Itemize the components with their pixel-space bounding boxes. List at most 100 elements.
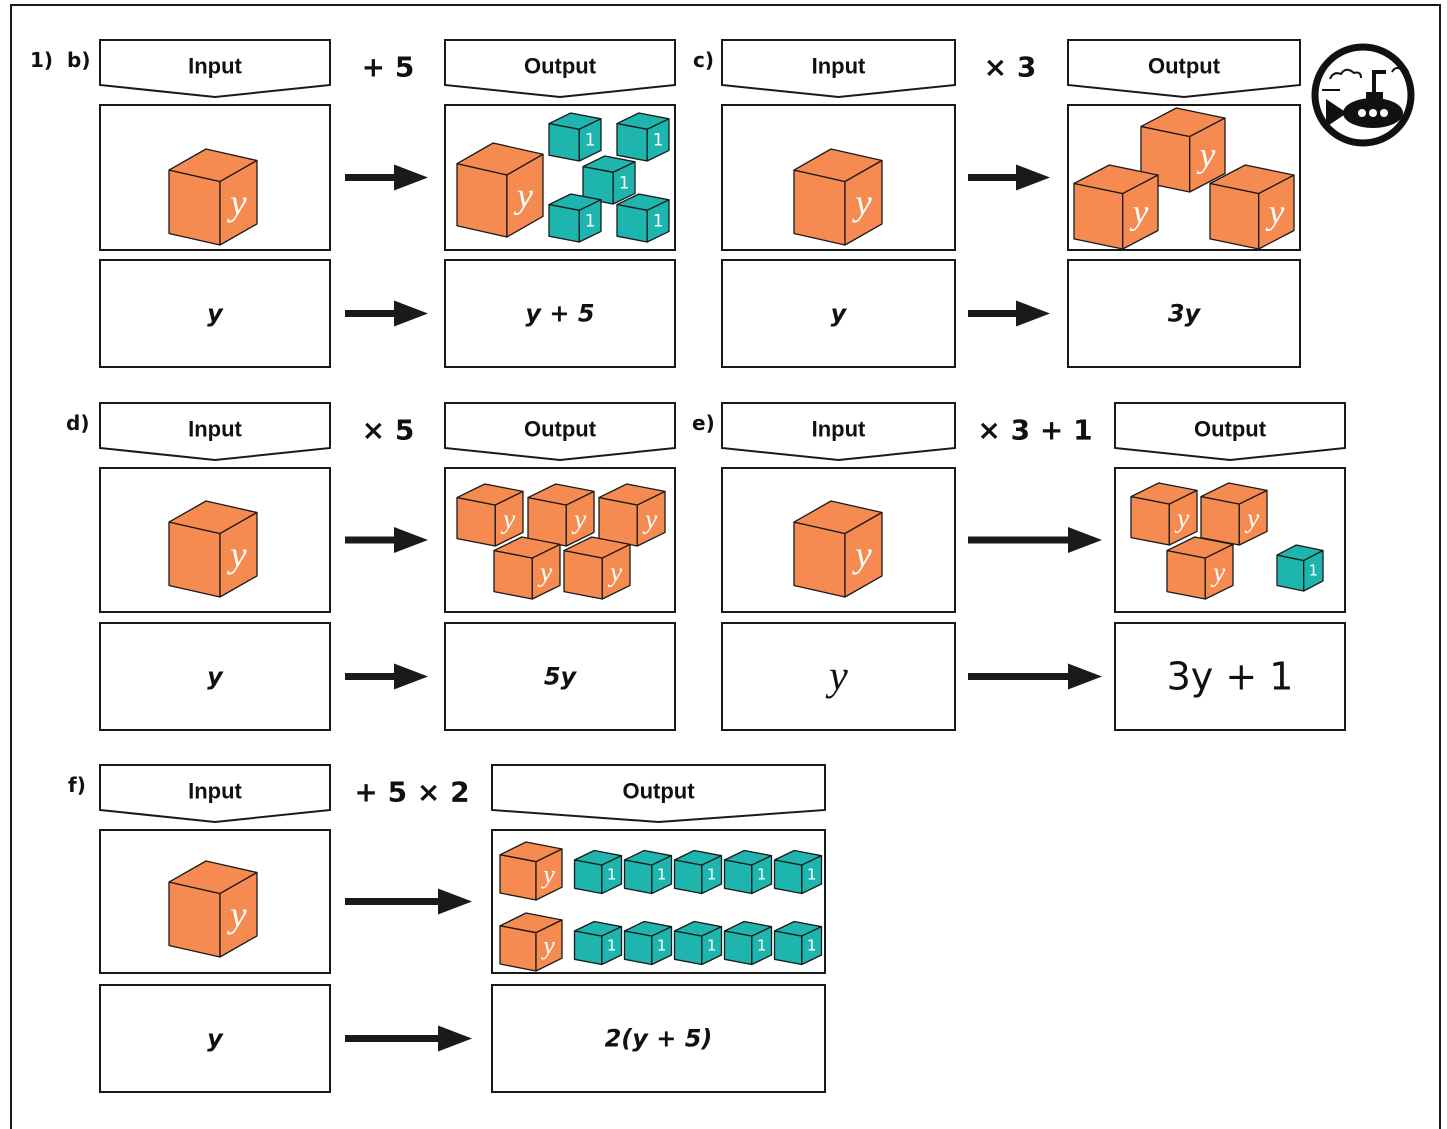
output-header-label: Output xyxy=(1194,417,1267,442)
variable-cube: y xyxy=(1209,164,1295,250)
input-picture-box: y xyxy=(99,467,331,613)
variable-cube: y xyxy=(1166,536,1234,600)
unit-cube-label: 1 xyxy=(707,937,717,955)
unit-cube-label: 1 xyxy=(807,937,817,955)
cube-left-face xyxy=(1276,554,1305,592)
variable-cube-label: y xyxy=(851,534,872,575)
input-header: Input xyxy=(721,402,956,462)
input-picture-box: y xyxy=(721,467,956,613)
arrow-right-icon xyxy=(968,164,1050,191)
arrow-right-icon xyxy=(968,663,1102,690)
submarine-tail xyxy=(1326,99,1347,127)
logo-ring xyxy=(1311,43,1415,147)
unit-cube-label: 1 xyxy=(653,130,664,149)
output-expression: 2(y + 5) xyxy=(605,1025,713,1053)
variable-cube-label: y xyxy=(1266,193,1285,232)
cube-right-face xyxy=(601,855,623,895)
variable-cube: y xyxy=(456,483,524,547)
arrow-right-icon xyxy=(345,888,472,915)
input-header-shape xyxy=(99,764,331,824)
variable-cube-label: y xyxy=(540,931,555,960)
output-header: Output xyxy=(1067,39,1301,99)
output-expression: y + 5 xyxy=(525,300,594,328)
cube-right-face xyxy=(1238,489,1268,546)
output-header: Output xyxy=(444,39,676,99)
variable-cube-label: y xyxy=(226,534,247,575)
cube-right-face xyxy=(646,118,670,162)
output-header-shape xyxy=(444,402,676,462)
unit-cube-label: 1 xyxy=(657,937,667,955)
input-header-label: Input xyxy=(188,779,242,804)
cube-left-face xyxy=(673,859,703,895)
part-label: c) xyxy=(693,48,714,72)
input-picture-box: y xyxy=(99,829,331,974)
unit-cube-label: 1 xyxy=(607,866,617,884)
cube-left-face xyxy=(773,859,803,895)
arrow-head xyxy=(394,527,428,553)
cube-left-face xyxy=(1209,182,1260,250)
input-expression: y xyxy=(207,1025,224,1053)
output-header-label: Output xyxy=(1148,54,1221,79)
arrow-right-icon xyxy=(968,300,1050,327)
input-picture-box: y xyxy=(721,104,956,251)
unit-cube: 1 xyxy=(723,920,773,966)
cube-left-face xyxy=(563,549,603,600)
cube-left-face xyxy=(793,169,846,246)
unit-cube: 1 xyxy=(573,920,623,966)
variable-cube: y xyxy=(168,148,258,246)
cube-right-face xyxy=(535,919,563,972)
unit-cube-label: 1 xyxy=(807,866,817,884)
unit-cube: 1 xyxy=(616,112,670,162)
cube-right-face xyxy=(578,118,602,162)
arrow-head xyxy=(1068,527,1102,553)
cube-left-face xyxy=(548,203,580,243)
cube-right-face xyxy=(1122,174,1159,250)
output-header: Output xyxy=(444,402,676,462)
cube-right-face xyxy=(801,855,823,895)
cube-right-face xyxy=(531,543,561,600)
part-label: b) xyxy=(67,48,90,72)
cube-right-face xyxy=(751,926,773,966)
output-header-label: Output xyxy=(622,779,695,804)
cube-right-face xyxy=(651,855,673,895)
arrow-head xyxy=(438,888,472,915)
cube-left-face xyxy=(1200,495,1240,546)
unit-cube: 1 xyxy=(623,849,673,895)
cube-left-face xyxy=(1166,549,1206,600)
variable-cube-label: y xyxy=(226,182,247,223)
part-label: d) xyxy=(66,411,89,435)
variable-cube-label: y xyxy=(642,503,658,534)
variable-cube: y xyxy=(499,841,563,901)
input-header-label: Input xyxy=(812,54,866,79)
input-header-shape xyxy=(721,402,956,462)
unit-cube: 1 xyxy=(548,112,602,162)
output-header: Output xyxy=(1114,402,1346,462)
cube-left-face xyxy=(598,496,638,547)
input-expression-box: y xyxy=(99,622,331,731)
operation-label: × 3 xyxy=(984,51,1037,84)
variable-cube: y xyxy=(598,483,666,547)
arrow-right-icon xyxy=(968,527,1102,553)
input-expression-box: y xyxy=(721,259,956,368)
output-header-label: Output xyxy=(524,54,597,79)
output-expression-box: 5y xyxy=(444,622,676,731)
box-frame xyxy=(99,259,331,368)
variable-cube-label: y xyxy=(607,556,623,587)
cube-left-face xyxy=(573,930,603,966)
box-frame xyxy=(1114,622,1346,731)
input-expression-box: y xyxy=(99,259,331,368)
variable-cube-label: y xyxy=(226,894,247,935)
variable-cube-label: y xyxy=(1130,193,1149,232)
cube-right-face xyxy=(612,161,636,205)
unit-cube-label: 1 xyxy=(653,211,664,230)
cube-right-face xyxy=(601,926,623,966)
operation-label: × 5 xyxy=(362,414,415,447)
cube-left-face xyxy=(723,859,753,895)
cube-left-face xyxy=(1073,182,1124,250)
output-header: Output xyxy=(491,764,826,824)
arrow-head xyxy=(394,300,428,327)
